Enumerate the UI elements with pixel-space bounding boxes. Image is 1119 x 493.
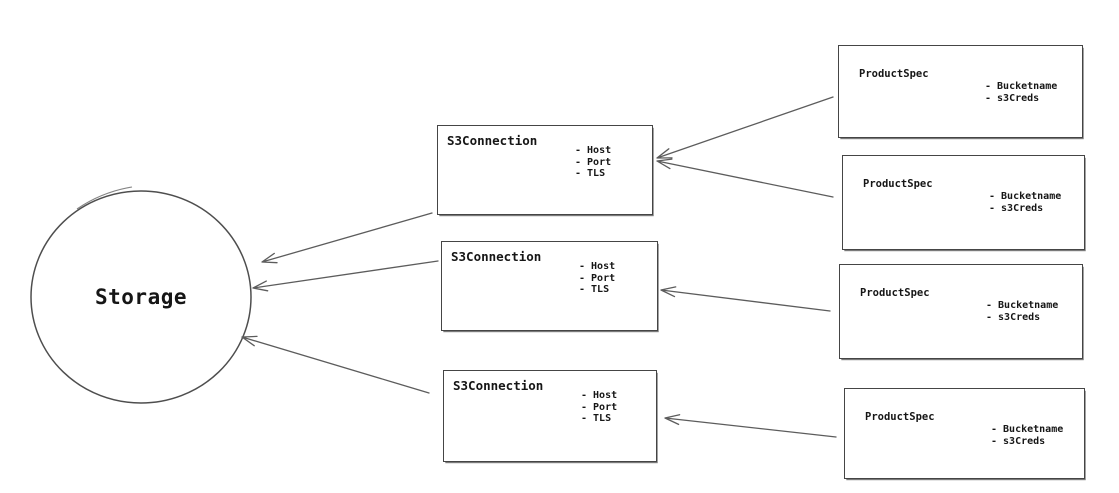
attribute-bucketname: - Bucketname — [989, 191, 1062, 202]
s3connection-box-2-title: S3Connection — [451, 249, 542, 264]
arrow-s3connection-3-to-storage — [241, 335, 430, 394]
productspec-box-2: ProductSpec - Bucketname - s3Creds — [842, 155, 1085, 250]
arrow-s3connection-1-to-storage — [261, 212, 433, 264]
s3connection-box-3-attributes: - Host - Port - TLS — [581, 390, 617, 425]
attribute-port: - Port — [575, 156, 612, 168]
productspec-box-3-attributes: - Bucketname - s3Creds — [986, 300, 1058, 324]
s3connection-box-1: S3Connection - Host - Port - TLS — [437, 125, 653, 215]
arrow-productspec-3-to-s3connection-2 — [660, 286, 831, 312]
attribute-tls: - TLS — [575, 168, 606, 179]
storage-circle-sketch-stroke — [76, 186, 133, 210]
arrow-productspec-1-to-s3connection-1 — [656, 96, 834, 159]
productspec-box-1: ProductSpec - Bucketname - s3Creds — [838, 45, 1083, 138]
productspec-box-4-attributes: - Bucketname - s3Creds — [991, 424, 1063, 448]
arrow-productspec-4-to-s3connection-3 — [664, 414, 837, 438]
productspec-box-2-title: ProductSpec — [863, 178, 933, 190]
attribute-bucketname: - Bucketname — [991, 424, 1064, 435]
productspec-box-3: ProductSpec - Bucketname - s3Creds — [839, 264, 1083, 359]
attribute-host: - Host — [579, 261, 616, 272]
productspec-box-1-title: ProductSpec — [859, 68, 929, 80]
s3connection-box-2-attributes: - Host - Port - TLS — [579, 261, 615, 296]
s3connection-box-1-title: S3Connection — [447, 133, 538, 148]
productspec-box-4-title: ProductSpec — [865, 411, 935, 423]
attribute-bucketname: - Bucketname — [986, 300, 1059, 311]
attribute-bucketname: - Bucketname — [985, 81, 1058, 92]
attribute-s3creds: - s3Creds — [989, 203, 1044, 214]
productspec-box-4: ProductSpec - Bucketname - s3Creds — [844, 388, 1085, 479]
s3connection-box-3-title: S3Connection — [453, 378, 544, 393]
productspec-box-1-attributes: - Bucketname - s3Creds — [985, 81, 1057, 105]
s3connection-box-3: S3Connection - Host - Port - TLS — [443, 370, 657, 462]
attribute-port: - Port — [579, 272, 616, 284]
productspec-box-3-title: ProductSpec — [860, 287, 930, 299]
s3connection-box-2: S3Connection - Host - Port - TLS — [441, 241, 658, 331]
attribute-s3creds: - s3Creds — [985, 93, 1040, 104]
attribute-tls: - TLS — [581, 413, 612, 424]
storage-label: Storage — [94, 285, 188, 309]
attribute-s3creds: - s3Creds — [991, 436, 1046, 447]
attribute-s3creds: - s3Creds — [986, 312, 1041, 323]
s3connection-box-1-attributes: - Host - Port - TLS — [575, 145, 611, 180]
arrow-productspec-2-to-s3connection-1 — [656, 158, 834, 198]
storage-circle — [30, 190, 252, 404]
productspec-box-2-attributes: - Bucketname - s3Creds — [989, 191, 1061, 215]
arrow-s3connection-2-to-storage — [252, 260, 439, 292]
attribute-host: - Host — [581, 390, 618, 401]
attribute-tls: - TLS — [579, 284, 610, 295]
attribute-port: - Port — [581, 401, 618, 413]
attribute-host: - Host — [575, 145, 612, 156]
